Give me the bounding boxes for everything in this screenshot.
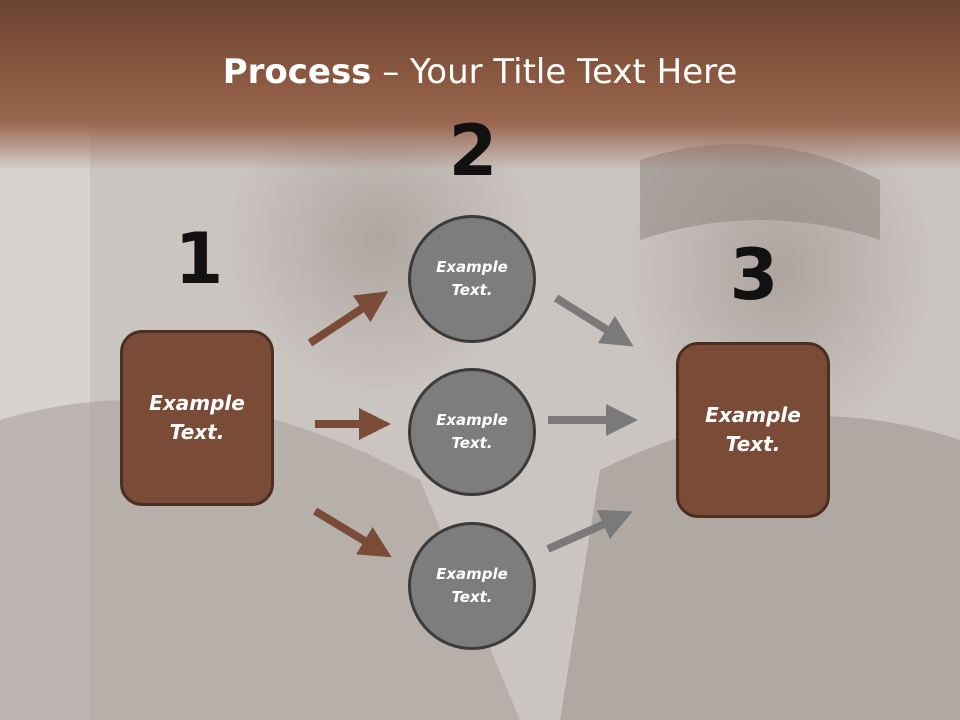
step-number-1: 1 bbox=[174, 218, 224, 300]
circle-bottom-line1: Example bbox=[436, 564, 508, 583]
circle-top-line1: Example bbox=[436, 257, 508, 276]
arrow-right-down bbox=[546, 509, 633, 553]
step-number-2: 2 bbox=[448, 110, 498, 192]
left-box-line1: Example bbox=[149, 391, 245, 415]
title-bold: Process bbox=[222, 52, 372, 92]
arrow-left-up bbox=[307, 291, 389, 347]
arrow-left-down bbox=[312, 507, 392, 558]
right-box-line2: Text. bbox=[725, 432, 781, 456]
circle-bottom-line2: Text. bbox=[451, 588, 493, 606]
left-box-line2: Text. bbox=[169, 420, 225, 444]
circle-top-line2: Text. bbox=[451, 281, 493, 299]
circle-middle-line2: Text. bbox=[451, 434, 493, 452]
title-rest: – Your Title Text Here bbox=[371, 52, 738, 92]
right-box-line1: Example bbox=[705, 403, 801, 427]
title-band bbox=[0, 0, 960, 170]
arrow-right-up bbox=[553, 294, 634, 347]
slide-title: Process – Your Title Text Here bbox=[0, 52, 960, 92]
step-number-3: 3 bbox=[729, 234, 779, 316]
circle-middle-line1: Example bbox=[436, 410, 508, 429]
